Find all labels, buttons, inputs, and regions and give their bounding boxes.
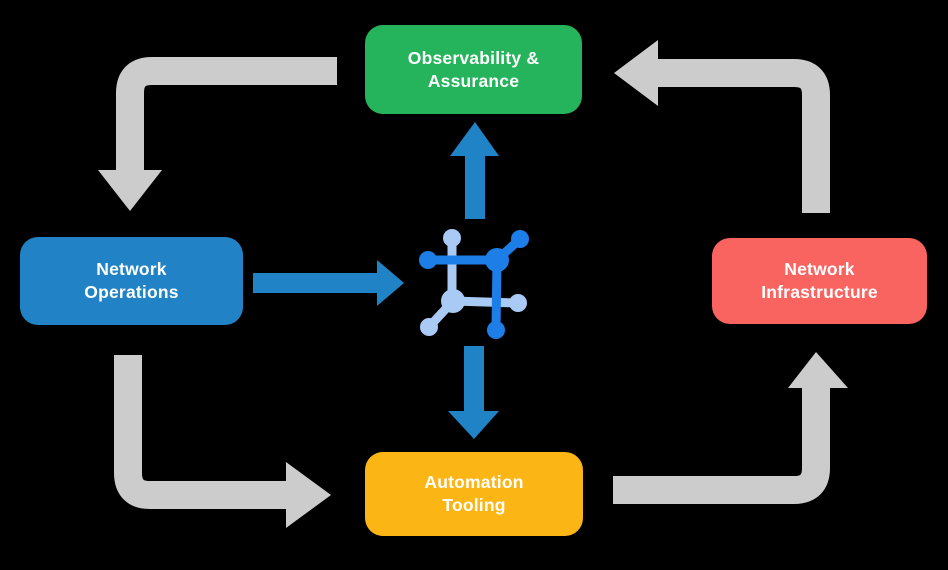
arrow-operations-to-center (253, 260, 404, 306)
arrow-shaft (116, 57, 337, 172)
arrow-head-right (286, 462, 331, 528)
arrow-head-right (377, 260, 404, 306)
icon-node (509, 294, 527, 312)
network-mesh-icon (419, 229, 529, 339)
node-network-operations: Network Operations (20, 237, 243, 325)
node-label-line1: Automation (424, 472, 524, 492)
arrow-center-to-observability (450, 122, 499, 219)
node-observability-assurance: Observability & Assurance (365, 25, 582, 114)
arrow-head-up (450, 122, 499, 156)
arrow-infrastructure-to-observability (614, 40, 830, 213)
arrow-center-to-automation (448, 346, 499, 439)
node-label-line1: Network (96, 259, 167, 279)
node-label-line1: Network (784, 259, 855, 279)
icon-dark-nodes (419, 230, 529, 339)
node-label-line2: Tooling (442, 495, 506, 515)
node-network-infrastructure: Network Infrastructure (712, 238, 927, 324)
icon-node (485, 248, 509, 272)
node-label-line2: Operations (84, 282, 179, 302)
arrow-head-down (98, 170, 162, 211)
icon-node (443, 229, 461, 247)
icon-light-nodes (420, 229, 527, 336)
icon-node (511, 230, 529, 248)
icon-node (487, 321, 505, 339)
arrow-shaft (613, 388, 830, 504)
icon-node (419, 251, 437, 269)
icon-node (420, 318, 438, 336)
arrow-automation-to-infrastructure (613, 352, 848, 504)
arrow-head-up (788, 352, 848, 388)
icon-node (441, 289, 465, 313)
arrow-head-down (448, 411, 499, 439)
arrow-head-left (614, 40, 658, 106)
arrow-shaft (658, 59, 830, 213)
node-automation-tooling: Automation Tooling (365, 452, 583, 536)
arrow-observability-to-operations (98, 57, 337, 211)
node-label-line2: Assurance (427, 70, 520, 91)
arrow-shaft (114, 355, 287, 509)
arrow-operations-to-automation (114, 355, 331, 528)
node-label-line2: Infrastructure (761, 282, 878, 302)
node-label-line1: Observability & (407, 47, 540, 68)
